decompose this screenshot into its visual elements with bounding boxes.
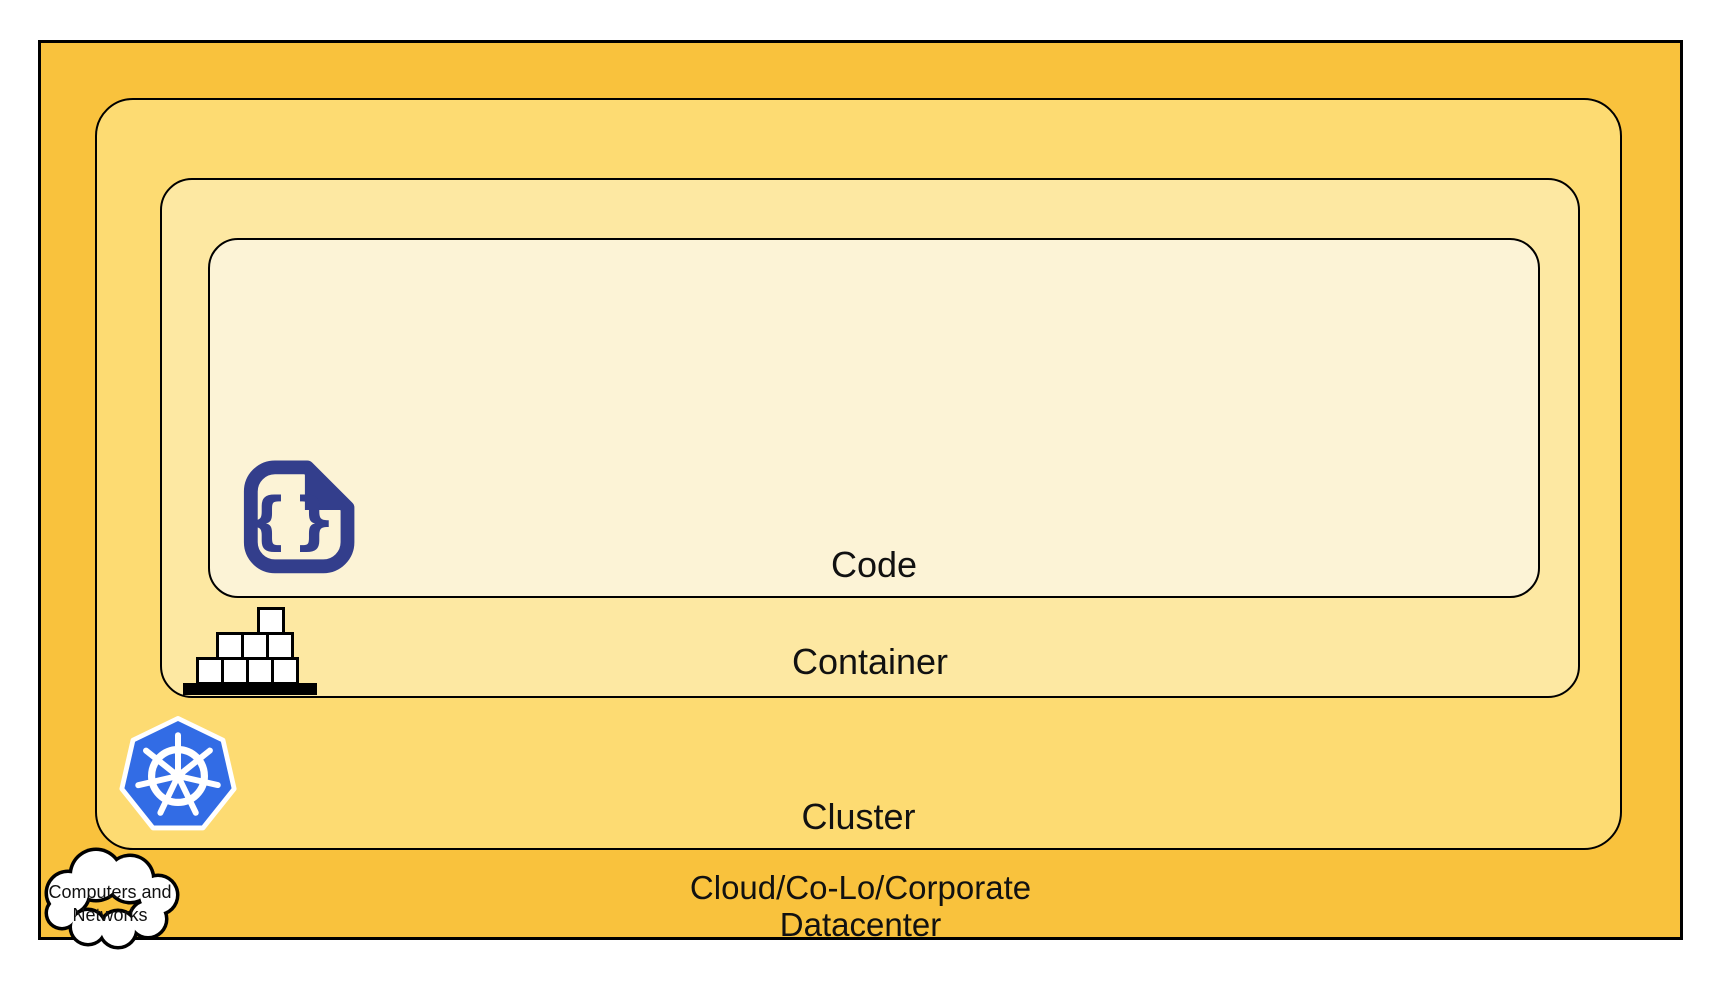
container-block (257, 607, 285, 635)
cloud-callout-line2: Networks (72, 905, 147, 925)
computers-networks-cloud-icon: Computers and Networks (44, 847, 180, 950)
container-block (221, 657, 249, 685)
container-blocks-icon (183, 604, 323, 699)
datacenter-label-line1: Cloud/Co-Lo/Corporate (689, 869, 1032, 906)
kubernetes-wheel-hub (170, 768, 186, 784)
container-block (266, 632, 294, 660)
code-file-outline (243, 460, 355, 574)
container-block (246, 657, 274, 685)
container-base-bar (183, 683, 317, 695)
code-file-icon: {} (243, 460, 355, 574)
code-braces-glyph: {} (245, 484, 340, 557)
container-block (271, 657, 299, 685)
container-block (196, 657, 224, 685)
cluster-label: Cluster (801, 796, 916, 837)
datacenter-label-line2: Datacenter (779, 906, 942, 943)
datacenter-label: Cloud/Co-Lo/Corporate Datacenter (38, 869, 1683, 943)
container-block (241, 632, 269, 660)
kubernetes-icon (119, 716, 237, 831)
kubernetes-wheel-ring (148, 746, 208, 806)
container-label: Container (791, 641, 949, 682)
container-block (216, 632, 244, 660)
code-file-fold (304, 465, 350, 510)
layer-code-box (208, 238, 1540, 598)
cloud-body (48, 851, 176, 946)
code-label: Code (830, 544, 918, 585)
cloud-callout-line1: Computers and (48, 882, 171, 902)
